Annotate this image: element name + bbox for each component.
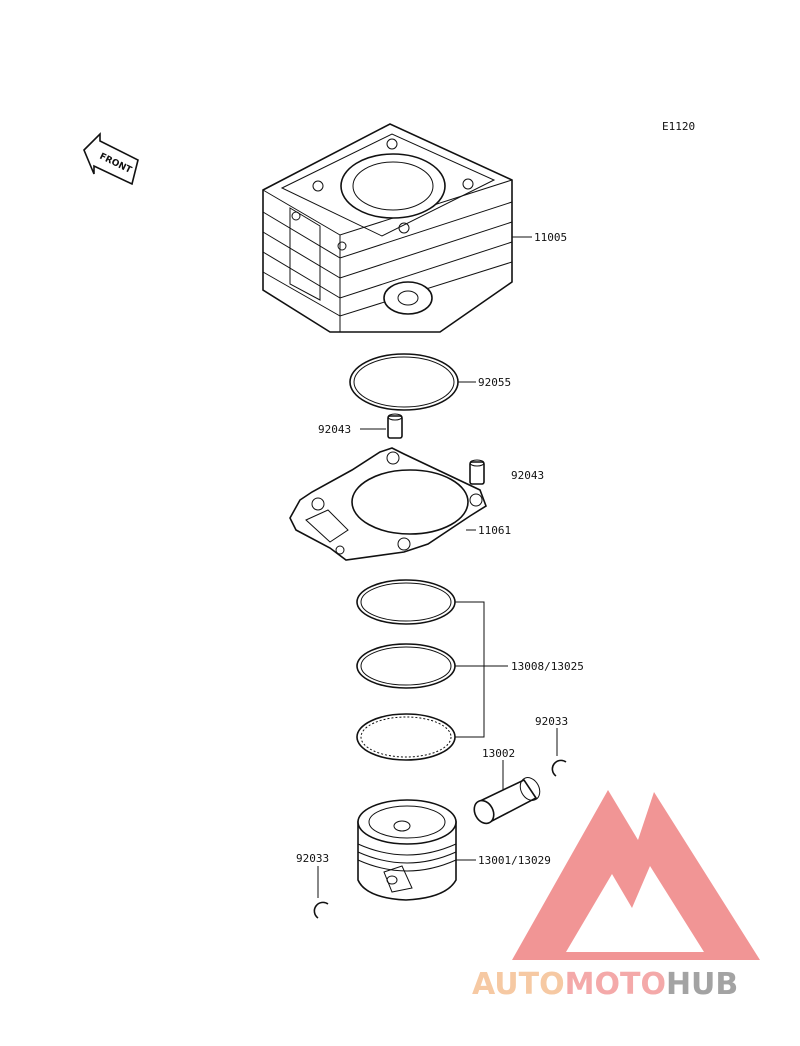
watermark-hub: HUB — [666, 967, 738, 1002]
clip-right-drawing — [551, 759, 567, 777]
label-clip-right: 92033 — [535, 715, 568, 728]
dowel-right-drawing — [469, 459, 485, 485]
watermark-logo: AUTOMOTOHUB — [472, 790, 760, 1002]
watermark-triangle-icon — [512, 790, 760, 960]
label-clip-left: 92033 — [296, 852, 329, 865]
label-piston: 13001/13029 — [478, 854, 551, 867]
label-cylinder: 11005 — [534, 231, 567, 244]
clip-left-drawing — [313, 901, 329, 919]
watermark-moto: MOTO — [565, 967, 666, 1002]
label-rings: 13008/13025 — [511, 660, 584, 673]
diagram-code: E1120 — [662, 120, 695, 133]
piston-drawing — [357, 799, 457, 901]
oring-drawing — [349, 353, 459, 411]
piston-rings-drawing — [356, 579, 456, 761]
label-oring: 92055 — [478, 376, 511, 389]
gasket-drawing — [289, 447, 487, 561]
label-pin: 13002 — [482, 747, 515, 760]
label-gasket: 11061 — [478, 524, 511, 537]
front-arrow-icon: FRONT — [83, 132, 139, 186]
label-dowel-right: 92043 — [511, 469, 544, 482]
label-dowel-left: 92043 — [318, 423, 351, 436]
dowel-left-drawing — [387, 413, 403, 439]
piston-pin-drawing — [473, 777, 541, 825]
cylinder-drawing — [262, 123, 513, 333]
watermark-auto: AUTO — [472, 967, 565, 1002]
svg-text:AUTOMOTOHUB: AUTOMOTOHUB — [472, 967, 738, 1002]
bracket-rings — [455, 601, 485, 738]
